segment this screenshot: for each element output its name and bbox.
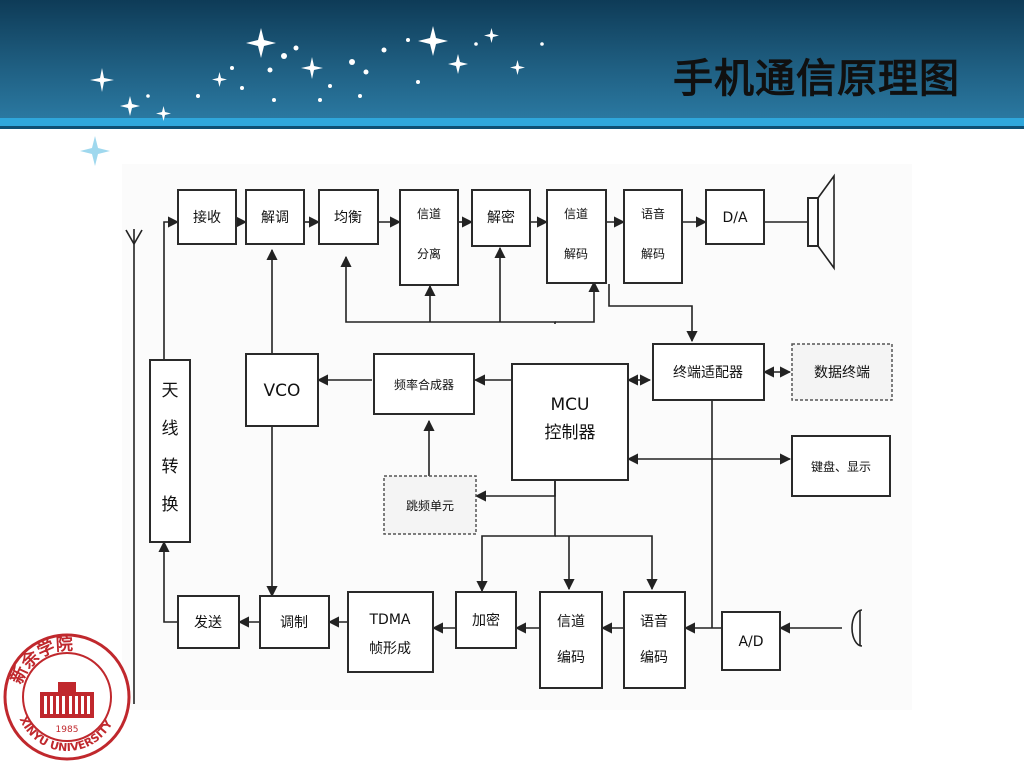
- block-label: 调制: [280, 615, 308, 631]
- block-label: 键盘、显示: [811, 459, 871, 474]
- block-label: 频率合成器: [394, 377, 454, 392]
- block-jietiao: 解调: [245, 189, 305, 245]
- logo-year: 1985: [56, 725, 79, 735]
- block-label: 换: [162, 495, 179, 515]
- block-label: 编码: [557, 650, 585, 666]
- header-stripe: [0, 118, 1024, 126]
- block-pinlv-hechengqi: 频率合成器: [373, 353, 475, 415]
- block-tianxian-zhuanhuan: 天 线 转 换: [149, 359, 191, 543]
- block-shuju-zhongduan: 数据终端: [791, 343, 893, 401]
- block-label: 均衡: [334, 210, 362, 226]
- block-label: 加密: [472, 612, 500, 629]
- block-jieshou: 接收: [177, 189, 237, 245]
- block-label: 解码: [564, 247, 588, 261]
- block-da: D/A: [705, 189, 765, 245]
- block-fasong: 发送: [177, 595, 240, 649]
- block-label: 信道: [564, 207, 588, 221]
- block-label: 编码: [640, 650, 668, 666]
- block-xindao-fenli: 信道 分离: [399, 189, 459, 286]
- block-label: 解调: [261, 210, 289, 226]
- block-jiemi: 解密: [471, 189, 531, 247]
- block-jianpan-xianshi: 键盘、显示: [791, 435, 891, 497]
- block-label: 信道: [417, 207, 441, 221]
- block-label: A/D: [738, 634, 763, 650]
- block-label: 数据终端: [814, 365, 870, 381]
- block-tiaozhi: 调制: [259, 595, 330, 649]
- microphone-icon: [851, 609, 863, 647]
- block-label: 控制器: [545, 423, 596, 443]
- block-xindao-jiema: 信道 解码: [546, 189, 607, 284]
- block-label: 线: [162, 419, 179, 439]
- block-label: 分离: [417, 246, 441, 261]
- block-tiaopin-danyuan: 跳频单元: [383, 475, 477, 535]
- antenna-icon: [125, 229, 143, 254]
- block-label: VCO: [264, 381, 301, 401]
- block-label: 解密: [487, 209, 515, 226]
- block-label: 解码: [641, 247, 665, 261]
- header-stripe-dark: [0, 126, 1024, 129]
- block-label: 信道: [557, 614, 585, 630]
- block-zhongduan-shipeiqi: 终端适配器: [652, 343, 765, 401]
- block-label: 跳频单元: [406, 499, 454, 513]
- block-label: D/A: [722, 210, 747, 226]
- sparkles-decoration: [80, 26, 544, 166]
- slide-title: 手机通信原理图: [673, 56, 960, 102]
- block-tdma: TDMA 帧形成: [347, 591, 434, 673]
- block-ad: A/D: [721, 611, 781, 671]
- block-label: 接收: [193, 209, 221, 226]
- block-label: 天: [162, 381, 179, 401]
- block-label: 转: [162, 457, 179, 477]
- speaker-icon: [807, 173, 835, 271]
- block-label: 终端适配器: [673, 365, 743, 381]
- header-banner: [0, 0, 1024, 122]
- block-label: 发送: [194, 615, 222, 631]
- block-junheng: 均衡: [318, 189, 379, 245]
- block-mcu: MCU 控制器: [511, 363, 629, 481]
- connection-lines: [158, 216, 842, 634]
- block-yuyin-bianma: 语音 编码: [623, 591, 686, 689]
- block-label: TDMA: [369, 612, 411, 628]
- block-label: 帧形成: [369, 641, 411, 657]
- block-jiami: 加密: [455, 591, 517, 649]
- block-vco: VCO: [245, 353, 319, 427]
- block-label: MCU: [551, 395, 590, 415]
- block-label: 语音: [641, 206, 665, 221]
- logo-building-icon: [40, 682, 94, 718]
- phone-communication-diagram: 接收 解调 均衡 信道 分离 解密 信道 解码 语音 解码 D/A 终端适配器: [122, 164, 912, 710]
- university-logo: 新余学院 XINYU UNIVERSITY 1985: [3, 633, 131, 761]
- block-xindao-bianma: 信道 编码: [539, 591, 603, 689]
- block-label: 语音: [640, 613, 668, 630]
- block-yuyin-jiema: 语音 解码: [623, 189, 683, 284]
